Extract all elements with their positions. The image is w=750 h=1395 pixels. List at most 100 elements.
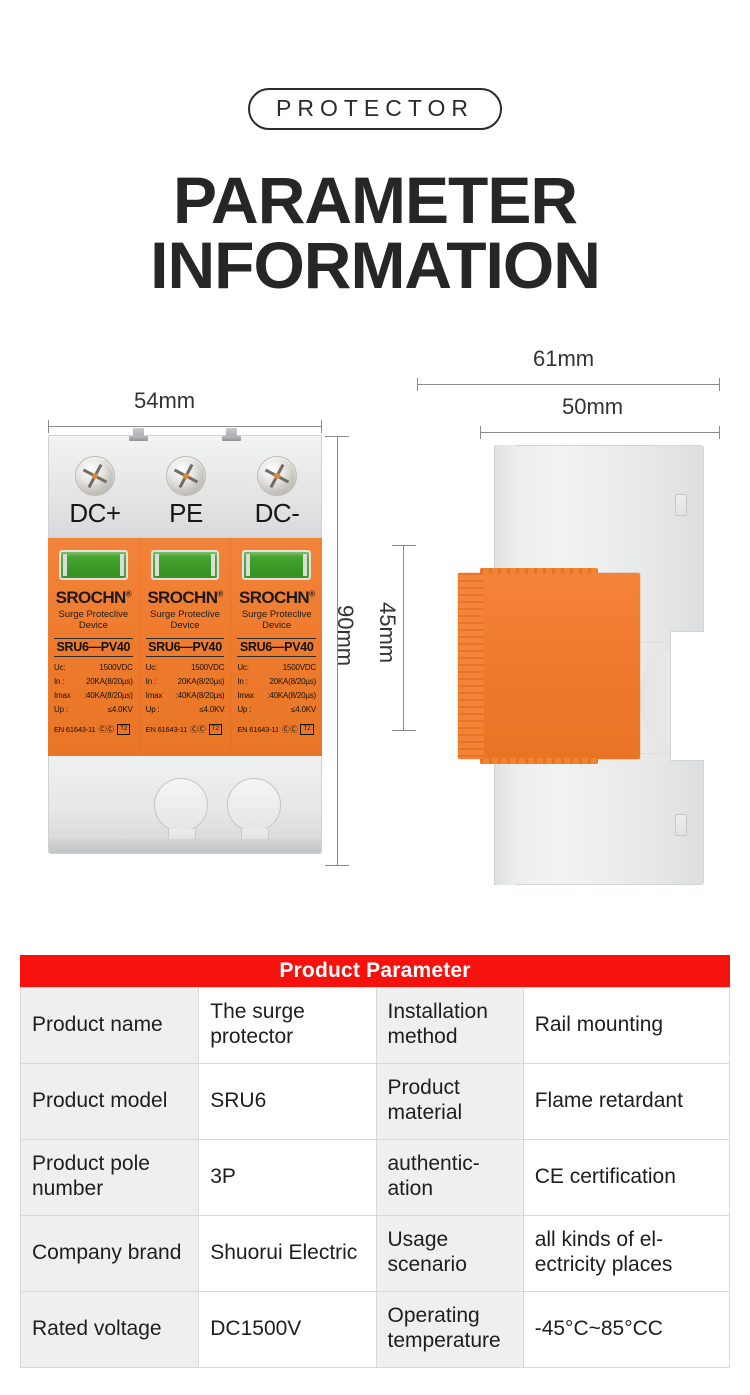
side-notch-bottom [494, 757, 516, 885]
spec-imax-3: Imax:40KA(8/20µs) [237, 690, 317, 700]
standard-code-2: EN 61643-11 [145, 725, 188, 734]
status-indicator-window-2 [150, 550, 220, 580]
module-standard-1: EN 61643-11 ⒸⒸ T2 [54, 724, 133, 735]
front-height-dimension-label: 90mm [333, 605, 358, 667]
side-body-tick-top [392, 545, 416, 546]
cc-mark-icon-3: ⒸⒸ [281, 725, 298, 734]
t2-mark-3: T2 [300, 724, 314, 735]
spec-in-2: In :20KA(8/20µs) [145, 676, 225, 686]
param-label-pole-number: Product pole number [19, 1139, 200, 1216]
spd-module-1: SROCHN® Surge Proteclive Device SRU6—PV4… [48, 538, 140, 756]
module-specs-3: Uc:1500VDC In :20KA(8/20µs) Imax:40KA(8/… [237, 663, 317, 720]
side-inner-tick-left [480, 426, 481, 439]
product-parameter-table: Product Parameter Product name The surge… [19, 955, 731, 1368]
param-label-install-method: Installation method [375, 987, 524, 1064]
param-value-pole-number: 3P [198, 1139, 377, 1216]
side-outer-width-label: 61mm [533, 346, 595, 371]
front-width-tick-left [48, 420, 49, 433]
cc-mark-icon-2: ⒸⒸ [190, 725, 206, 734]
side-module-ridges [458, 573, 484, 759]
param-label-product-model: Product model [19, 1063, 200, 1140]
brand-name-3: SROCHN [238, 588, 310, 607]
param-value-authentication: CE certification [522, 1139, 731, 1216]
base-housing [48, 756, 322, 854]
param-label-operating-temp: Operating temperature [375, 1291, 524, 1368]
param-label-usage-scenario: Usage scenario [375, 1215, 524, 1292]
terminal-screw-pe [166, 456, 206, 496]
terminal-label-dcminus: DC- [254, 498, 300, 528]
spec-uc-1: Uc:1500VDC [54, 663, 133, 672]
front-view-product: DC+ PE DC- SROCHN® Surge Proteclive Devi… [48, 428, 323, 870]
spec-up-3: Up :≤4.0KV [237, 704, 317, 714]
t2-mark-2: T2 [208, 724, 222, 735]
module-standard-2: EN 61643-11 ⒸⒸ T2 [146, 724, 225, 735]
module-standard-3: EN 61643-11 ⒸⒸ T2 [237, 724, 316, 735]
side-module-ridge-top [480, 568, 598, 574]
protector-badge: PROTECTOR [248, 88, 502, 131]
module-model-1: SRU6—PV40 [54, 638, 133, 657]
param-value-operating-temp: -45°C~85°CC [522, 1291, 731, 1368]
param-label-rated-voltage: Rated voltage [19, 1291, 200, 1368]
param-value-install-method: Rail mounting [522, 987, 731, 1064]
side-rail-cutout [670, 631, 704, 761]
terminal-block-top: DC+ PE DC- [48, 428, 322, 538]
terminal-label-pe: PE [169, 498, 203, 528]
side-slot-bottom [675, 814, 687, 836]
side-body-height-line [403, 545, 404, 731]
module-specs-2: Uc:1500VDC In :20KA(8/20µs) Imax:40KA(8/… [145, 663, 225, 720]
param-value-product-name: The surge protector [198, 987, 377, 1064]
module-subtitle-line2-1: Device [78, 619, 108, 631]
standard-code-3: EN 61643-11 [237, 725, 279, 734]
param-value-usage-scenario: all kinds of el-ectricity places [522, 1215, 731, 1292]
brand-mark-3: ® [309, 589, 315, 599]
side-outer-tick-right [719, 378, 720, 391]
terminal-label-dcplus: DC+ [69, 498, 121, 528]
front-width-tick-right [321, 420, 322, 433]
page-title-line2: INFORMATION [150, 227, 601, 302]
side-outer-tick-left [417, 378, 418, 391]
base-knob-right [227, 778, 281, 844]
status-indicator-window-1 [59, 550, 128, 580]
t2-mark-1: T2 [117, 724, 131, 735]
param-value-product-model: SRU6 [198, 1063, 377, 1140]
cc-mark-icon-1: ⒸⒸ [98, 725, 115, 734]
din-clip-left [129, 428, 148, 441]
param-value-rated-voltage: DC1500V [198, 1291, 377, 1368]
param-label-product-name: Product name [19, 987, 200, 1064]
spec-in-3: In :20KA(8/20µs) [237, 676, 317, 686]
module-row: SROCHN® Surge Proteclive Device SRU6—PV4… [48, 538, 323, 756]
status-indicator-window-3 [242, 550, 312, 580]
parameter-grid: Product name The surge protector Install… [19, 987, 731, 1368]
din-clip-right [222, 428, 241, 441]
side-body-tick-bottom [392, 730, 416, 731]
module-subtitle-line1-1: Surge Proteclive [58, 609, 129, 620]
module-subtitle-line1-2: Surge Proteclive [150, 609, 220, 620]
side-view-product [458, 445, 704, 885]
side-inner-tick-right [719, 426, 720, 439]
protector-badge-container: PROTECTOR [0, 88, 750, 131]
din-rail-foot [49, 839, 321, 853]
brand-name-1: SROCHN [55, 588, 127, 607]
side-outer-width-line [417, 384, 720, 385]
side-slot-top [675, 494, 687, 516]
standard-code-1: EN 61643-11 [54, 725, 96, 734]
product-images-section: 54mm 90mm DC+ PE [0, 340, 750, 910]
brand-logo-2: SROCHN® [140, 588, 231, 608]
spec-in-1: In :20KA(8/20µs) [54, 676, 133, 686]
table-row: Rated voltage DC1500V Operating temperat… [19, 1291, 731, 1368]
module-subtitle-line1-3: Surge Proteclive [241, 609, 312, 620]
module-specs-1: Uc:1500VDC In :20KA(8/20µs) Imax:40KA(8/… [54, 663, 133, 720]
param-label-product-material: Product material [375, 1063, 524, 1140]
base-knob-left [154, 778, 208, 844]
spec-uc-2: Uc:1500VDC [145, 663, 225, 672]
spec-uc-3: Uc:1500VDC [237, 663, 317, 672]
table-row: Product model SRU6 Product material Flam… [19, 1063, 731, 1140]
module-subtitle-line2-3: Device [262, 619, 292, 631]
brand-name-2: SROCHN [147, 588, 218, 607]
front-width-dimension-label: 54mm [134, 388, 196, 413]
spec-up-2: Up :≤4.0KV [145, 704, 225, 714]
spec-imax-2: Imax:40KA(8/20µs) [145, 690, 225, 700]
param-label-company-brand: Company brand [19, 1215, 200, 1292]
module-model-3: SRU6—PV40 [237, 638, 317, 657]
